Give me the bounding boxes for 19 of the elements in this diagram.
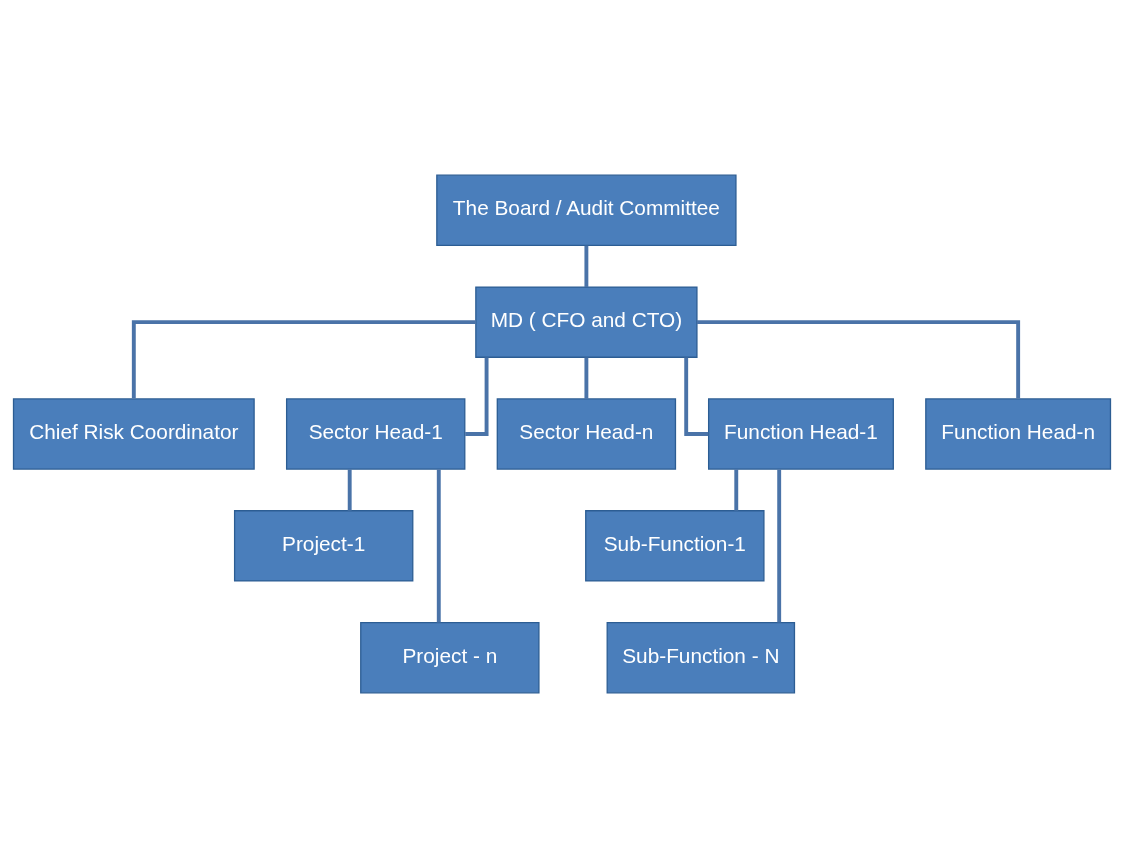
connector [131, 319, 476, 399]
node-box: Sector Head-n [496, 397, 677, 470]
connector [436, 468, 441, 622]
connector [777, 468, 782, 622]
node-box: Sub-Function - N [606, 621, 796, 693]
connector [584, 357, 589, 399]
connector [734, 468, 739, 511]
node-box: Project-1 [233, 509, 414, 582]
node-box: MD ( CFO and CTO) [475, 285, 698, 358]
node-box: Sub-Function-1 [585, 509, 765, 582]
connector [347, 468, 352, 511]
connector [697, 319, 1021, 399]
node-box: Function Head-n [925, 397, 1112, 470]
node-box: Chief Risk Coordinator [12, 397, 255, 470]
node-box: Sector Head-1 [285, 397, 466, 470]
connector [584, 245, 589, 287]
node-box: Function Head-1 [708, 397, 894, 470]
node-box: The Board / Audit Committee [436, 174, 737, 246]
node-box: Project - n [360, 621, 540, 693]
